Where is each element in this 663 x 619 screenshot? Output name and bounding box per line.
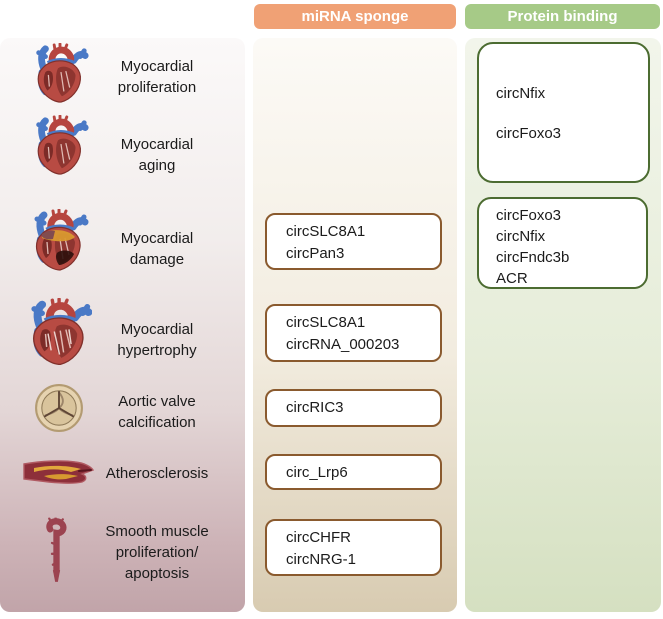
circrna-entries: circ_Lrp6 bbox=[286, 464, 348, 481]
mirna-box-aortic-valve-calcification: circRIC3 bbox=[265, 389, 442, 427]
aortic-valve-icon bbox=[34, 383, 84, 433]
protein-binding-header: Protein binding bbox=[465, 4, 660, 29]
protein-box-proliferation-aging: circNfix circFoxo3 bbox=[477, 42, 650, 183]
condition-label: Myocardial hypertrophy bbox=[117, 321, 197, 359]
circrna-entries: circRIC3 bbox=[286, 399, 344, 416]
condition-label: Myocardial damage bbox=[120, 230, 194, 268]
aorta-vessel-icon bbox=[42, 515, 71, 589]
mirna-box-myocardial-hypertrophy: circSLC8A1 circRNA_000203 bbox=[265, 304, 442, 362]
circrna-entries: circCHFR circNRG-1 bbox=[286, 529, 356, 568]
circrna-entries: circSLC8A1 circPan3 bbox=[286, 223, 366, 262]
protein-binding-panel: circNfix circFoxo3 circFoxo3 circNfix ci… bbox=[465, 38, 661, 612]
mirna-sponge-panel: circSLC8A1 circPan3 circSLC8A1 circRNA_0… bbox=[253, 38, 457, 612]
mirna-box-atherosclerosis: circ_Lrp6 bbox=[265, 454, 442, 490]
circrna-entries: circSLC8A1 circRNA_000203 bbox=[286, 314, 400, 353]
conditions-panel: Myocardial proliferation Myocardial agin… bbox=[0, 38, 245, 612]
mirna-box-myocardial-damage: circSLC8A1 circPan3 bbox=[265, 213, 442, 270]
damaged-heart-icon bbox=[26, 209, 92, 273]
circrna-entries: circFoxo3 circNfix circFndc3b ACR bbox=[496, 207, 570, 287]
mirna-box-smooth-muscle: circCHFR circNRG-1 bbox=[265, 519, 442, 576]
mirna-sponge-header: miRNA sponge bbox=[254, 4, 456, 29]
condition-label: Myocardial aging bbox=[120, 136, 194, 174]
condition-label: Myocardial proliferation bbox=[117, 58, 197, 96]
atherosclerosis-artery-icon bbox=[21, 456, 95, 487]
heart-icon bbox=[28, 43, 92, 105]
enlarged-heart-icon bbox=[23, 298, 94, 365]
condition-label: Smooth muscle proliferation/ apoptosis bbox=[105, 523, 209, 582]
condition-label: Aortic valve calcification bbox=[118, 393, 196, 431]
condition-label: Atherosclerosis bbox=[105, 465, 209, 482]
protein-box-myocardial-damage: circFoxo3 circNfix circFndc3b ACR bbox=[477, 197, 648, 289]
heart-icon bbox=[28, 115, 92, 177]
circrna-entries: circNfix circFoxo3 bbox=[496, 85, 562, 142]
